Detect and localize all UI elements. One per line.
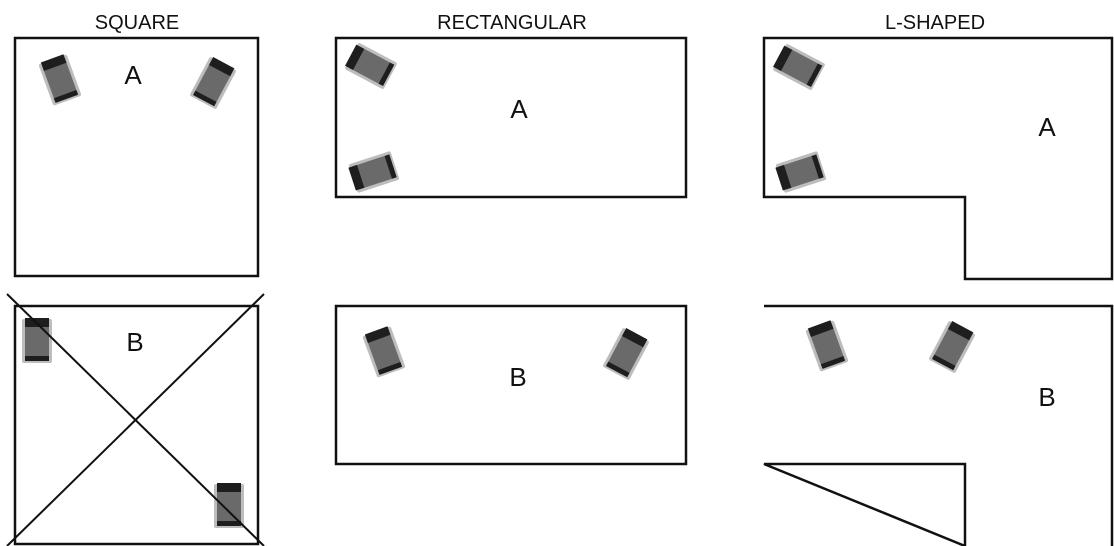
- room-rectangular-b: B: [334, 304, 688, 466]
- room-outline: [763, 304, 1114, 546]
- speaker-icon: [928, 319, 977, 374]
- position-label: B: [509, 362, 526, 392]
- room-outline: [334, 36, 688, 199]
- position-label: A: [124, 60, 142, 90]
- room-outline: [762, 36, 1114, 281]
- speaker-icon: [38, 53, 82, 106]
- speaker-icon: [602, 326, 651, 381]
- speaker-icon: [774, 150, 827, 194]
- position-label: A: [510, 94, 528, 124]
- room-outline: [13, 36, 260, 278]
- column-title-square: SQUARE: [95, 12, 179, 34]
- speaker-icon: [343, 41, 398, 90]
- speaker-icon: [189, 55, 238, 110]
- crossed-out-mark: [6, 293, 265, 546]
- room-square-a: A: [13, 36, 260, 278]
- room-square-b: B: [6, 293, 265, 546]
- column-title-rectangular: RECTANGULAR: [437, 12, 587, 34]
- column-title-l-shaped: L-SHAPED: [885, 12, 985, 34]
- speaker-icon: [362, 325, 406, 378]
- position-label: A: [1038, 112, 1056, 142]
- position-label: B: [1038, 382, 1055, 412]
- speaker-icon: [771, 42, 826, 91]
- room-outline: [334, 304, 688, 466]
- speaker-icon: [805, 319, 849, 372]
- room-rectangular-a: A: [334, 36, 688, 199]
- position-label: B: [126, 327, 143, 357]
- speaker-icon: [347, 150, 400, 194]
- room-l-shaped-a: A: [762, 36, 1114, 281]
- room-outline: [13, 304, 260, 546]
- room-l-shaped-b: B: [763, 304, 1114, 546]
